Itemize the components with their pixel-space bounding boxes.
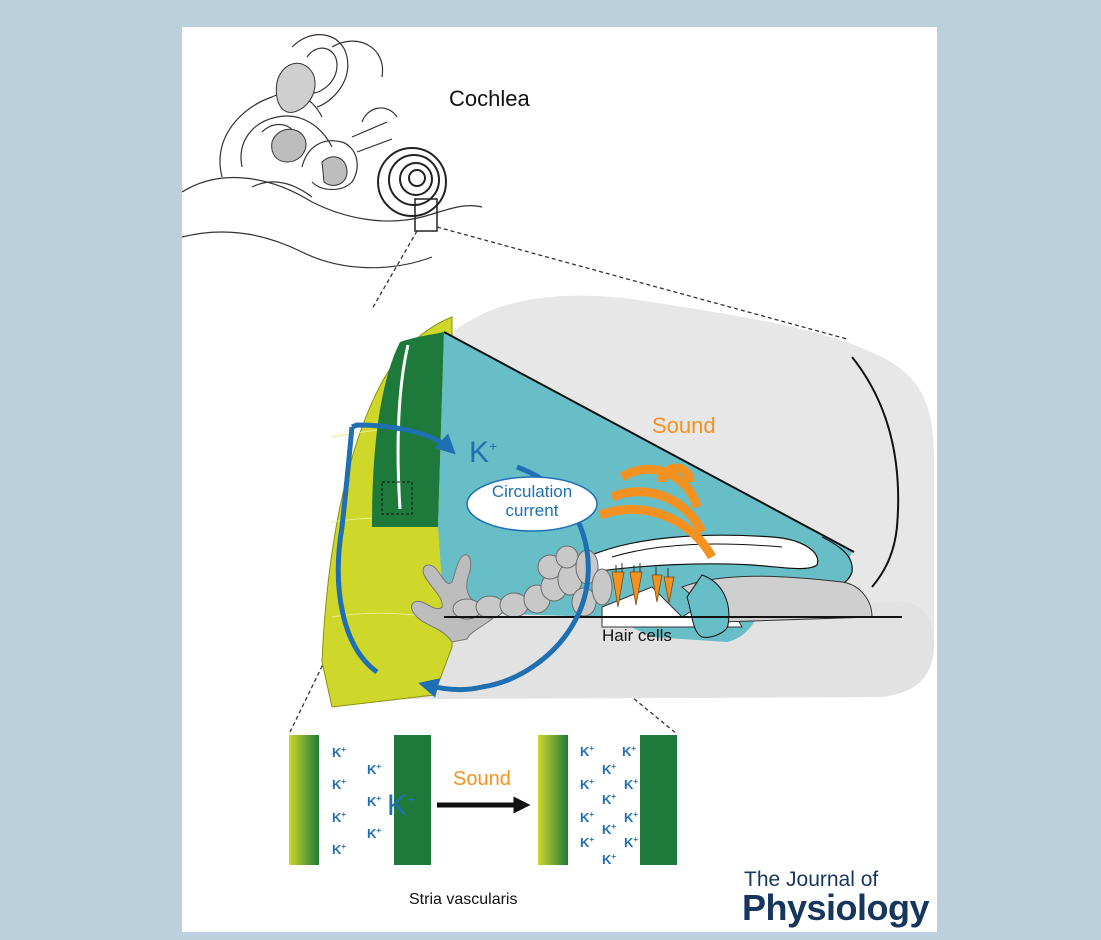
k-ion: K+ (580, 777, 594, 792)
hair-cells-label: Hair cells (602, 626, 672, 646)
k-ion: K+ (580, 835, 594, 850)
k-ion: K+ (332, 810, 346, 825)
figure-panel: Cochlea Sound K+ K+ Circulation current … (182, 27, 937, 932)
ear-outline (182, 35, 482, 268)
k-ion: K+ (367, 794, 381, 809)
stria-vascularis-label: Stria vascularis (409, 891, 517, 909)
sound-transition-label: Sound (453, 768, 511, 791)
sound-label: Sound (652, 413, 716, 439)
k-ion: K+ (332, 777, 346, 792)
cochlea-spiral (378, 148, 446, 216)
k-ion-label-top: K+ (469, 436, 497, 470)
stria-left-panel-2 (538, 735, 568, 865)
k-ion: K+ (332, 745, 346, 760)
stria-left-panel-1 (289, 735, 319, 865)
k-ion: K+ (367, 826, 381, 841)
k-ion: K+ (367, 762, 381, 777)
circulation-label: Circulation current (472, 482, 592, 520)
k-ion: K+ (622, 744, 636, 759)
k-ion: K+ (602, 792, 616, 807)
k-ion: K+ (602, 822, 616, 837)
k-ion: K+ (624, 810, 638, 825)
cochlea-diagram (182, 27, 937, 932)
k-ion: K+ (580, 810, 594, 825)
k-ion-label-bottom: K+ (387, 789, 415, 823)
k-ion: K+ (580, 744, 594, 759)
k-ion: K+ (602, 852, 616, 867)
k-ion: K+ (624, 835, 638, 850)
k-ion: K+ (602, 762, 616, 777)
journal-title-line2: Physiology (742, 887, 929, 929)
stria-right-panel-2 (640, 735, 677, 865)
cochlea-label: Cochlea (449, 86, 530, 112)
k-ion: K+ (332, 842, 346, 857)
k-ion: K+ (624, 777, 638, 792)
